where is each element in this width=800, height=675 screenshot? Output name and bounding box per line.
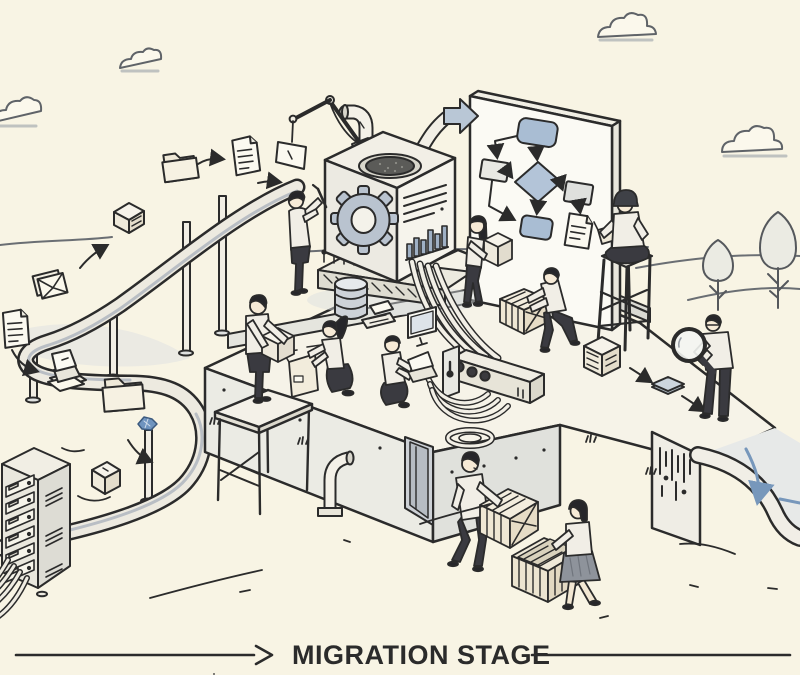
ground-details [149, 416, 778, 675]
chimney-pipe [338, 104, 374, 174]
belt-arrows [629, 366, 707, 413]
flowchart-end-node [519, 214, 554, 241]
blue-paper-scrap [137, 416, 158, 431]
tumbling-box [91, 461, 121, 495]
intake-funnel [358, 153, 422, 179]
lined-data-box [583, 336, 621, 377]
flowchart-document-node [563, 212, 594, 250]
cloud-icon [119, 47, 163, 73]
flowchart-start-node [516, 117, 559, 148]
worker-connecting-cables [380, 335, 511, 449]
envelope-icon [31, 269, 69, 300]
worker-packing-box [282, 315, 355, 398]
workbench [213, 388, 314, 516]
grass-tufts [209, 416, 657, 675]
machine-cables [408, 258, 502, 362]
flowchart-process-node-left [478, 158, 510, 183]
folder-icon [101, 377, 146, 413]
conveyor-ramp [0, 135, 306, 557]
document-icon [1, 308, 31, 349]
cloud-icon [721, 125, 788, 158]
flowchart-board [468, 89, 622, 332]
platform-doorway [404, 436, 434, 526]
flowchart-process-node-right [562, 180, 595, 206]
paper-sheet [369, 300, 394, 315]
vent-lines [45, 487, 63, 578]
magnifying-glass-icon [671, 327, 716, 375]
database-cylinder [334, 276, 368, 320]
cable-coil [445, 427, 495, 449]
laptop-icon [47, 349, 87, 392]
migration-machine [275, 95, 502, 362]
cardboard-box [282, 344, 322, 398]
worker-pulling-crate [511, 499, 601, 611]
wall-bolts [222, 388, 546, 474]
tree-icon [702, 239, 734, 311]
data-box-icon [113, 202, 145, 234]
caption-title: MIGRATION STAGE [292, 640, 551, 670]
conveyor-posts [25, 195, 230, 505]
delivery-slide [650, 428, 800, 547]
worker-pushing-crate [499, 267, 581, 353]
caption-arrowhead-icon [254, 644, 274, 666]
pebble [36, 590, 48, 598]
tablet-on-belt [651, 376, 685, 395]
worker-machine-operator [287, 183, 328, 296]
slide-flow-arrow [744, 447, 775, 506]
server-units [5, 474, 35, 583]
gear-icon [330, 185, 399, 255]
hardhat-icon [612, 189, 639, 207]
monitor [407, 306, 437, 347]
cloud-icon [597, 12, 657, 42]
flow-arrows [11, 148, 283, 465]
motion-dashes [61, 447, 111, 502]
bar-chart-icon [405, 225, 449, 261]
worker-on-workbench [245, 294, 295, 404]
carried-box [483, 232, 513, 267]
flowchart-arrows [486, 135, 587, 222]
blue-dash [778, 497, 800, 505]
document-icon [231, 135, 262, 177]
server-rack [0, 447, 71, 619]
cloud-icon [0, 96, 43, 128]
worker-magnifying-glass [671, 314, 734, 422]
inspector-on-stool [593, 189, 650, 265]
worker-carrying-crate [447, 451, 539, 573]
server-cables [0, 557, 30, 619]
worker-carrying-box [461, 215, 513, 308]
wooden-crate [479, 488, 539, 549]
laptop-icon [407, 351, 438, 383]
caption-bar: MIGRATION STAGE [14, 640, 792, 670]
machine-output-arrow-icon [443, 98, 479, 134]
tree-icon [759, 211, 797, 309]
barcode-lines [659, 447, 691, 501]
stats-panel [403, 184, 449, 261]
signal-stand [442, 345, 460, 399]
folder-icon [161, 152, 200, 184]
ponytail [335, 315, 349, 340]
exhaust-pipe [317, 450, 355, 517]
keyboard [361, 312, 396, 329]
